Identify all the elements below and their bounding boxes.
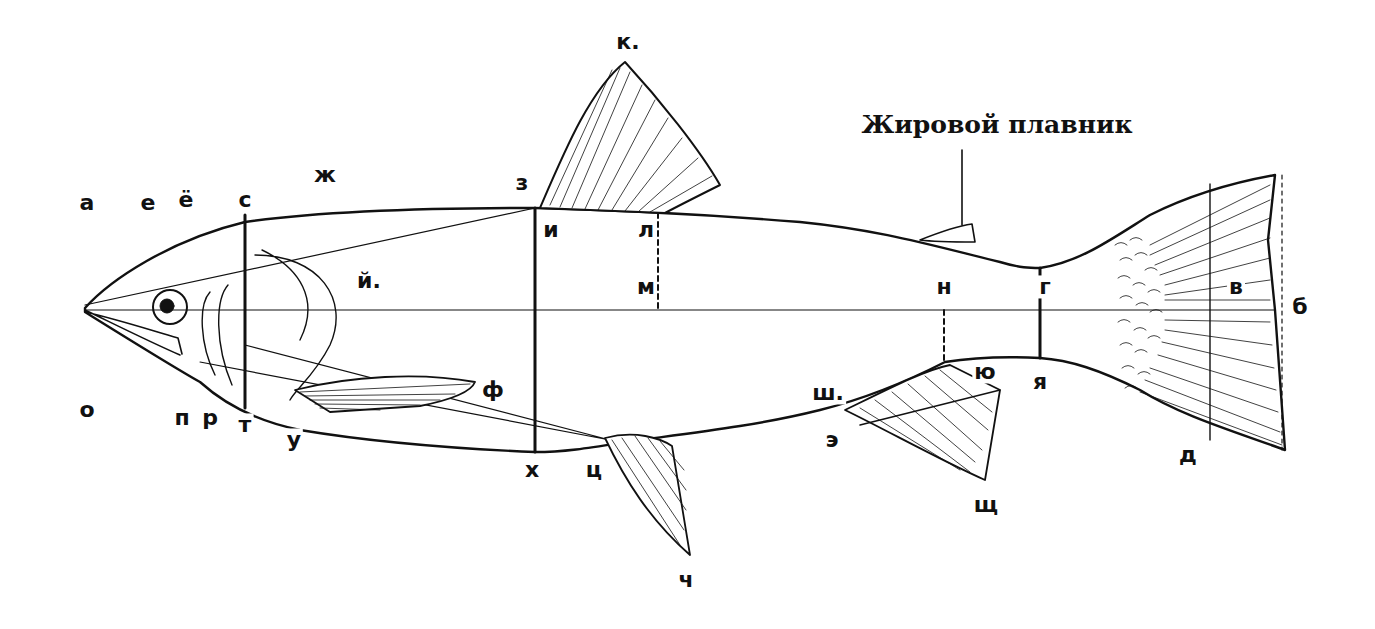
tail-rays <box>1140 185 1282 445</box>
measurement-letter: э <box>823 428 840 451</box>
jaw-line <box>85 310 182 355</box>
measurement-letter: ч <box>676 568 695 591</box>
operculum <box>202 250 336 400</box>
tail-scales <box>1115 238 1162 389</box>
anal-length-line <box>860 390 1000 425</box>
anal-rays <box>860 370 992 472</box>
measurement-letter: я <box>1031 370 1049 393</box>
head-depth <box>244 215 247 408</box>
measurement-letter: ё <box>177 188 196 211</box>
measurement-letter: о <box>77 398 96 421</box>
body-depth <box>534 208 537 452</box>
fish-part <box>1140 320 1282 445</box>
pupil <box>160 299 174 313</box>
tail-line <box>1209 184 1210 440</box>
part-name: Жировой плавник <box>859 112 1134 138</box>
measurement-letter: а <box>78 191 97 214</box>
dorsal-rays <box>550 68 712 212</box>
measurement-letter: л <box>636 218 656 241</box>
body-axis <box>85 309 1275 310</box>
anal-base-mark <box>943 310 945 363</box>
measurement-letter: ж <box>312 163 338 186</box>
measurement-letter: у <box>285 428 303 451</box>
pelvic-fin <box>605 435 690 555</box>
measurement-letter: г <box>1037 275 1053 298</box>
eye <box>153 290 187 324</box>
measurement-letter: м <box>635 275 657 298</box>
measurement-letter: щ <box>972 493 1000 516</box>
measurement-letter: е <box>139 191 158 214</box>
pelvic-rays <box>612 436 686 545</box>
measurement-letter: ш. <box>810 381 846 404</box>
body-outline <box>85 175 1285 452</box>
measurement-letter: ц <box>584 458 604 481</box>
fish-part <box>85 62 1285 555</box>
dorsal-fin <box>540 62 720 213</box>
measurement-letter: х <box>523 458 541 481</box>
measurement-letter: и <box>541 218 560 241</box>
dorsal-base-mark <box>657 213 659 310</box>
measurement-letter: в <box>1227 275 1245 298</box>
measurement-letter: д <box>1177 443 1199 466</box>
measurement-letter: б <box>1290 295 1309 318</box>
measurement-letter: р <box>200 406 220 429</box>
tail-end-line <box>1281 175 1282 450</box>
measurement-letter: ф <box>480 378 506 401</box>
measurement-letter: п <box>172 406 191 429</box>
measurement-letter: с <box>236 188 253 211</box>
belly-line <box>200 345 610 440</box>
pectoral-fin <box>295 376 475 412</box>
pectoral-rays <box>300 384 470 410</box>
head-line <box>85 208 535 305</box>
adipose-fin <box>920 224 975 242</box>
measurement-letter: з <box>514 171 531 194</box>
measurement-letter: к. <box>614 30 641 53</box>
adipose-leader <box>961 150 963 225</box>
measurement-letter: т <box>237 413 254 436</box>
fish-part <box>1115 238 1162 389</box>
measurement-letter: й. <box>355 269 383 292</box>
measurement-letter: ю <box>972 360 997 383</box>
measurement-letter: н <box>934 275 953 298</box>
